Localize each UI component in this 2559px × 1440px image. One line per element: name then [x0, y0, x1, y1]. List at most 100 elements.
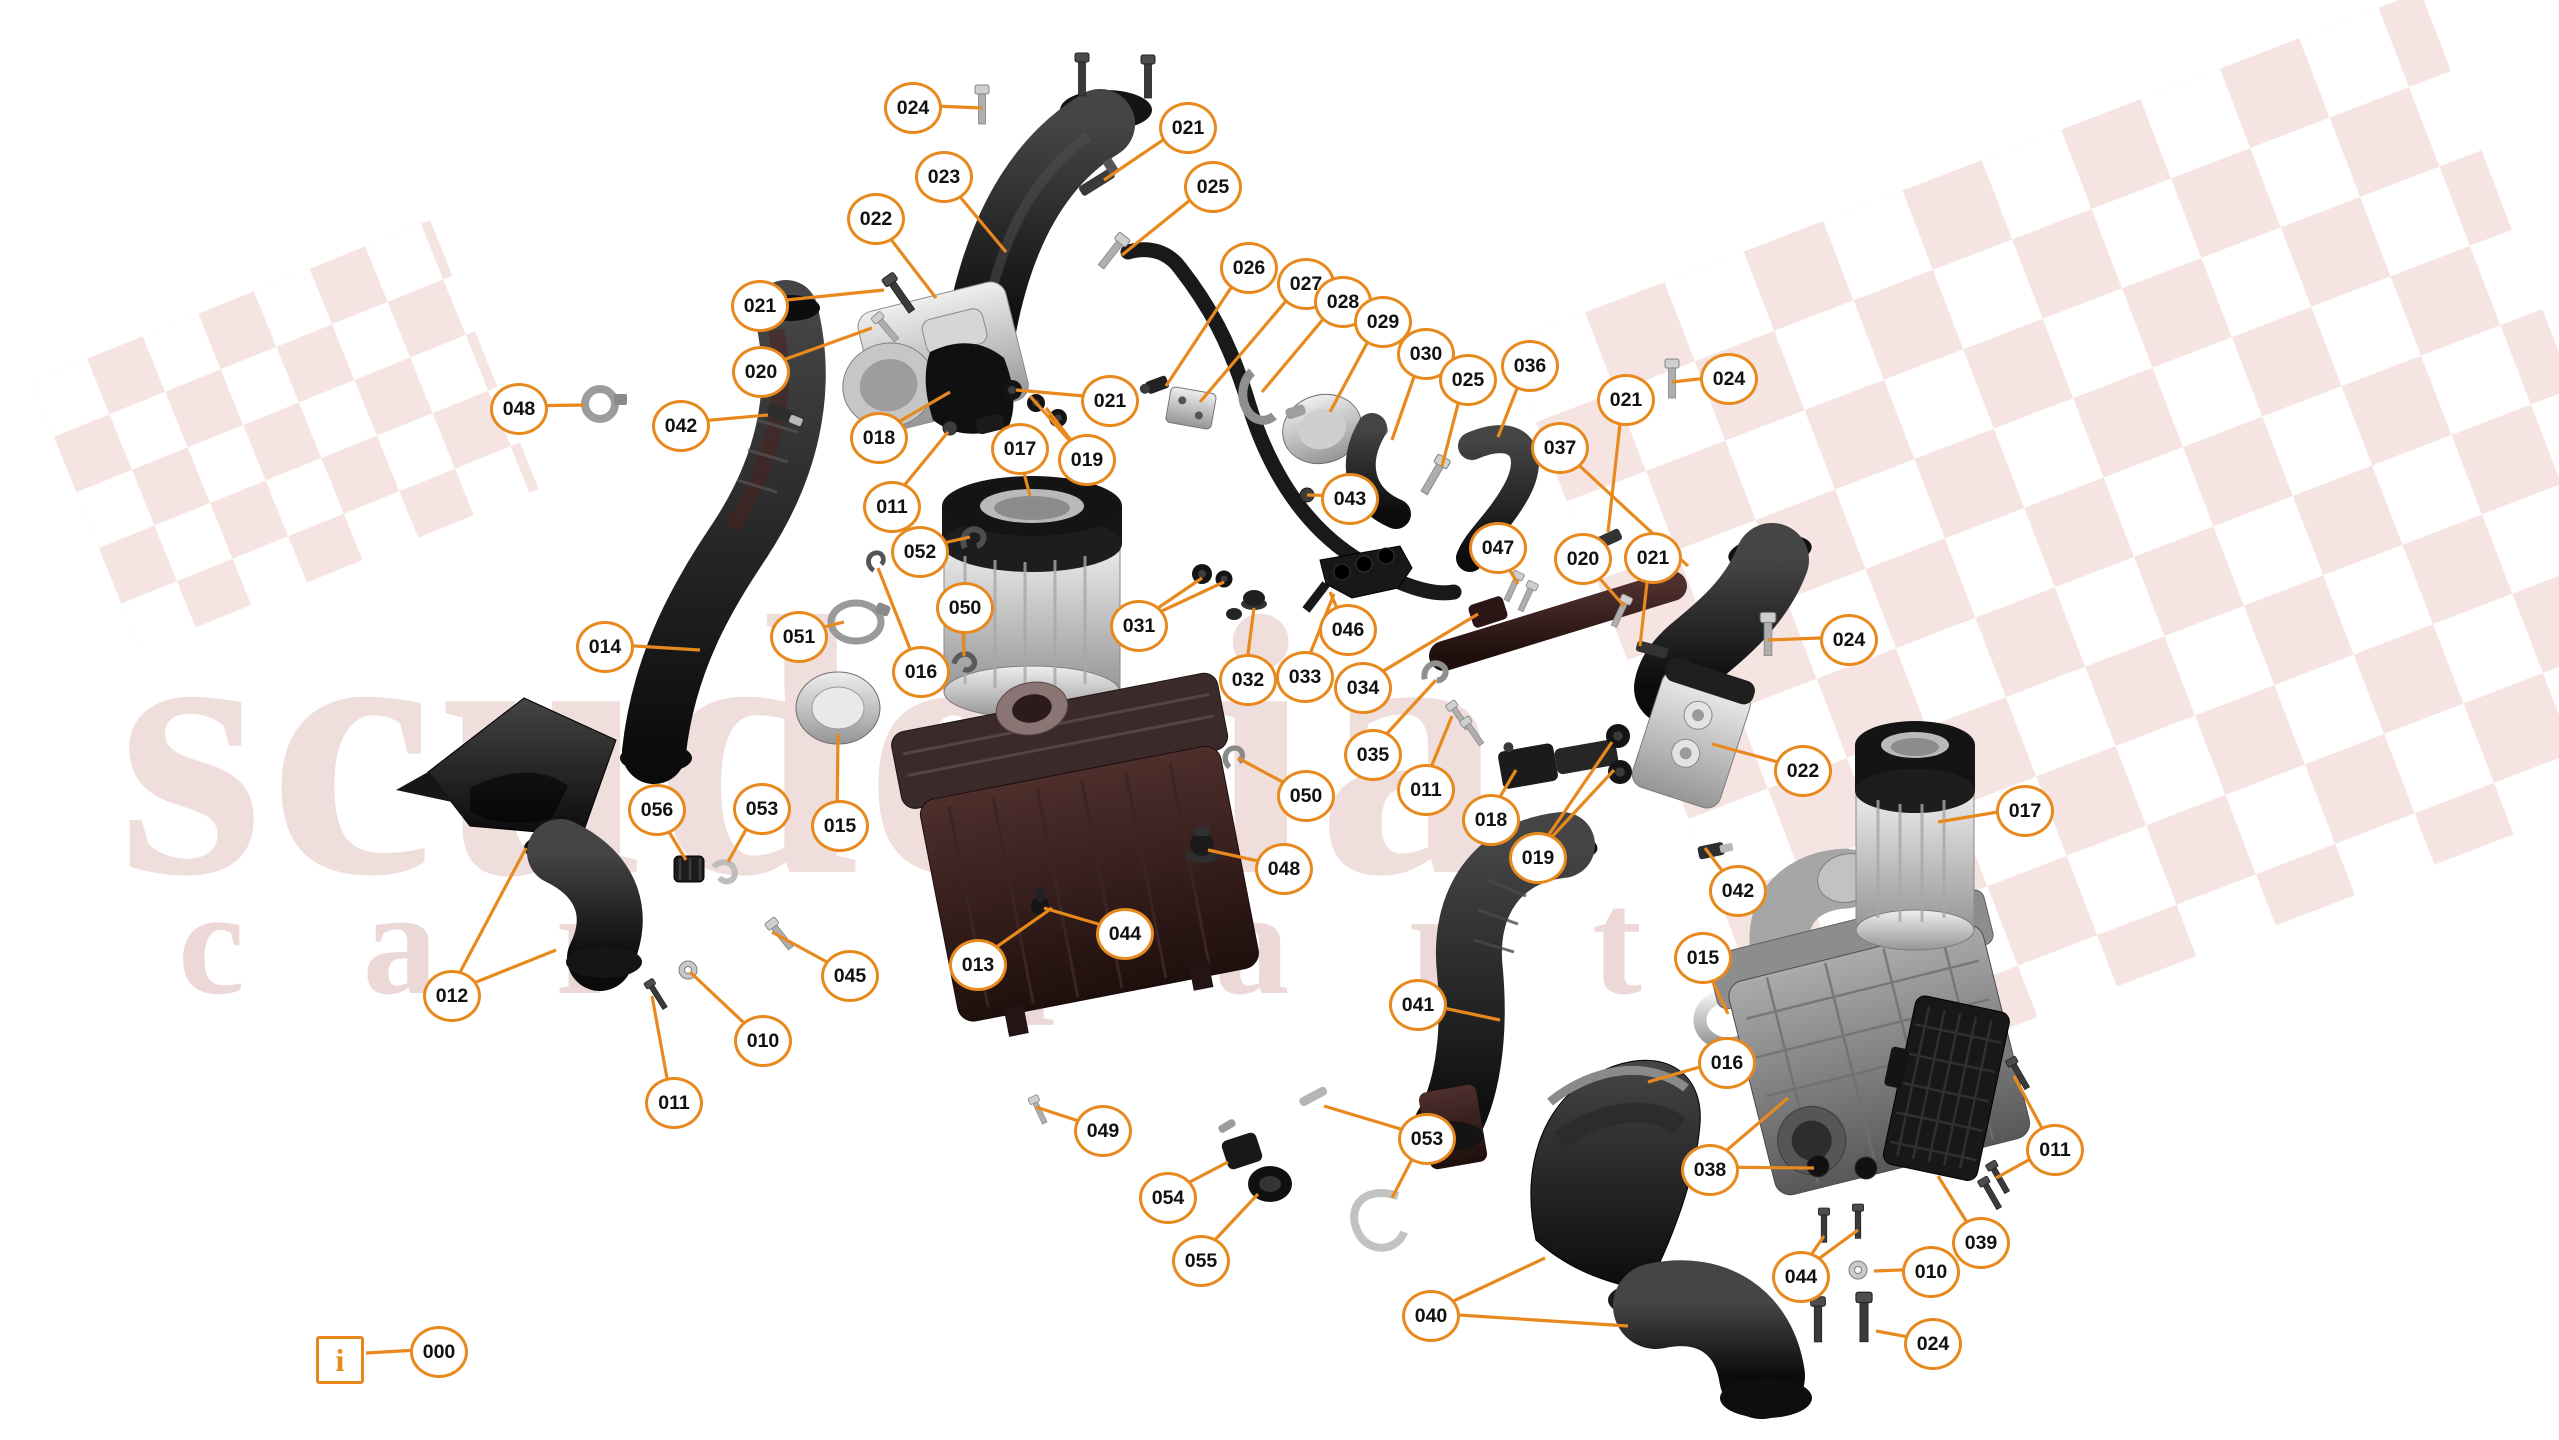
callout-017[interactable]: 017 — [991, 423, 1049, 475]
part-rubber-boot — [925, 343, 1014, 435]
callout-011[interactable]: 011 — [2026, 1124, 2084, 1176]
callout-052[interactable]: 052 — [891, 526, 949, 578]
callout-015[interactable]: 015 — [811, 800, 869, 852]
callout-021[interactable]: 021 — [1597, 374, 1655, 426]
part-plug-044-center — [1031, 888, 1049, 915]
part-elbow-040 — [1608, 1260, 1812, 1419]
callout-023[interactable]: 023 — [915, 151, 973, 203]
callout-011[interactable]: 011 — [863, 481, 921, 533]
part-maf-tube — [1631, 658, 1755, 809]
callout-039[interactable]: 039 — [1952, 1217, 2010, 1269]
callout-038[interactable]: 038 — [1681, 1144, 1739, 1196]
part-clamp-021-top — [1078, 158, 1119, 196]
callout-034[interactable]: 034 — [1334, 662, 1392, 714]
callout-047[interactable]: 047 — [1469, 522, 1527, 574]
callout-020[interactable]: 020 — [1554, 533, 1612, 585]
callout-012[interactable]: 012 — [423, 970, 481, 1022]
info-icon[interactable]: i — [316, 1336, 364, 1384]
callout-042[interactable]: 042 — [1709, 865, 1767, 917]
callout-021[interactable]: 021 — [1081, 375, 1139, 427]
callout-054[interactable]: 054 — [1139, 1172, 1197, 1224]
plug-038-2 — [1854, 1156, 1878, 1180]
callout-000[interactable]: 000 — [410, 1326, 468, 1378]
callout-021[interactable]: 021 — [1159, 102, 1217, 154]
callout-050[interactable]: 050 — [1277, 770, 1335, 822]
callout-021[interactable]: 021 — [731, 280, 789, 332]
callout-010[interactable]: 010 — [1902, 1246, 1960, 1298]
part-sensor-042-right — [1697, 842, 1734, 860]
part-bushing-054 — [1218, 1119, 1263, 1170]
callout-041[interactable]: 041 — [1389, 979, 1447, 1031]
part-bushing-056 — [673, 855, 705, 883]
part-snorkel-elbow — [524, 819, 643, 991]
part-clamp-021-right — [1635, 640, 1669, 659]
callout-026[interactable]: 026 — [1220, 242, 1278, 294]
callout-031[interactable]: 031 — [1110, 600, 1168, 652]
callout-043[interactable]: 043 — [1321, 473, 1379, 525]
callout-016[interactable]: 016 — [1698, 1037, 1756, 1089]
callout-032[interactable]: 032 — [1219, 654, 1277, 706]
plug-038-1 — [1806, 1154, 1830, 1178]
callout-022[interactable]: 022 — [847, 193, 905, 245]
part-vent-panel — [1882, 995, 2010, 1181]
callout-010[interactable]: 010 — [734, 1015, 792, 1067]
callout-018[interactable]: 018 — [850, 412, 908, 464]
callout-014[interactable]: 014 — [576, 621, 634, 673]
part-sensor-026 — [1139, 375, 1169, 394]
callout-044[interactable]: 044 — [1772, 1251, 1830, 1303]
callout-044[interactable]: 044 — [1096, 908, 1154, 960]
callout-056[interactable]: 056 — [628, 784, 686, 836]
callout-016[interactable]: 016 — [892, 646, 950, 698]
callout-022[interactable]: 022 — [1774, 745, 1832, 797]
part-sleeve-left — [795, 671, 881, 745]
leader-line-012 — [447, 847, 528, 994]
callout-011[interactable]: 011 — [1397, 764, 1455, 816]
callout-024[interactable]: 024 — [1820, 614, 1878, 666]
part-airbox-center — [891, 672, 1259, 1037]
callout-025[interactable]: 025 — [1184, 161, 1242, 213]
callout-017[interactable]: 017 — [1996, 785, 2054, 837]
callout-046[interactable]: 046 — [1319, 604, 1377, 656]
info-glyph: i — [335, 1341, 345, 1378]
callout-037[interactable]: 037 — [1531, 422, 1589, 474]
callout-018[interactable]: 018 — [1462, 794, 1520, 846]
callout-025[interactable]: 025 — [1439, 354, 1497, 406]
callout-053[interactable]: 053 — [733, 783, 791, 835]
part-pipe-034 — [1429, 571, 1687, 671]
part-bushing-055 — [1248, 1166, 1292, 1202]
callout-011[interactable]: 011 — [645, 1077, 703, 1129]
part-cap-032 — [1226, 590, 1267, 620]
part-hose-clamp-051 — [827, 599, 891, 645]
callout-048[interactable]: 048 — [1255, 843, 1313, 895]
part-pin-053 — [1299, 1086, 1328, 1107]
callout-029[interactable]: 029 — [1354, 296, 1412, 348]
callout-040[interactable]: 040 — [1402, 1290, 1460, 1342]
callout-021[interactable]: 021 — [1624, 532, 1682, 584]
callout-024[interactable]: 024 — [1904, 1318, 1962, 1370]
callout-035[interactable]: 035 — [1344, 729, 1402, 781]
callout-055[interactable]: 055 — [1172, 1235, 1230, 1287]
callout-051[interactable]: 051 — [770, 611, 828, 663]
callout-053[interactable]: 053 — [1398, 1113, 1456, 1165]
callout-019[interactable]: 019 — [1058, 434, 1116, 486]
callout-024[interactable]: 024 — [884, 82, 942, 134]
callout-024[interactable]: 024 — [1700, 353, 1758, 405]
callout-019[interactable]: 019 — [1509, 832, 1567, 884]
callout-045[interactable]: 045 — [821, 950, 879, 1002]
callout-020[interactable]: 020 — [732, 346, 790, 398]
callout-048[interactable]: 048 — [490, 383, 548, 435]
callout-049[interactable]: 049 — [1074, 1105, 1132, 1157]
callout-036[interactable]: 036 — [1501, 340, 1559, 392]
callout-042[interactable]: 042 — [652, 400, 710, 452]
callout-033[interactable]: 033 — [1276, 651, 1334, 703]
leader-line-040 — [1427, 1311, 1629, 1328]
callout-015[interactable]: 015 — [1674, 932, 1732, 984]
callout-013[interactable]: 013 — [949, 939, 1007, 991]
callout-050[interactable]: 050 — [936, 582, 994, 634]
part-snorkel — [396, 697, 617, 837]
part-clamp-028 — [1238, 368, 1277, 425]
part-c-ring-053 — [1350, 1189, 1408, 1252]
part-air-filter-right — [1855, 721, 1975, 951]
